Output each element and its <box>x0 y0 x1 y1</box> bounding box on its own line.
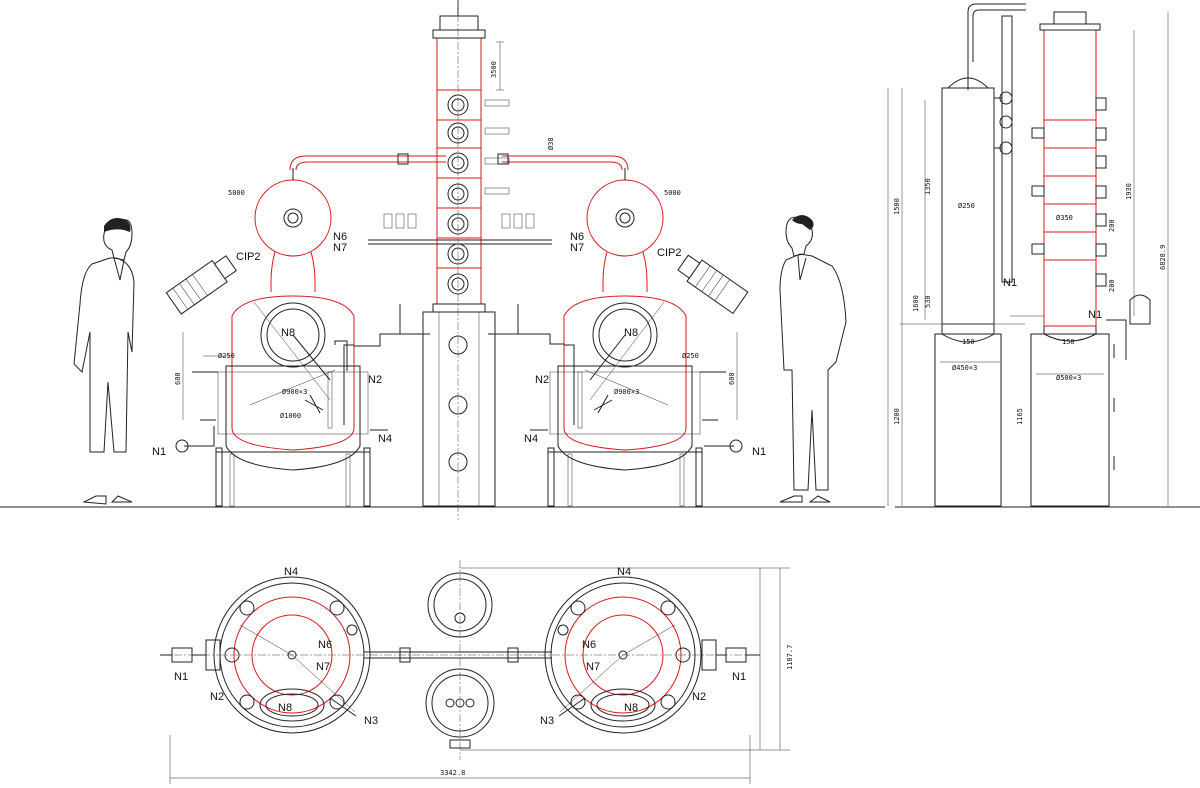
label-n4-plan-left: N4 <box>284 566 298 578</box>
dim-150-side-b: 150 <box>1062 338 1075 346</box>
human-figure-right <box>779 215 847 503</box>
dim-3500: 3500 <box>490 61 498 78</box>
label-n6-left: N6 <box>333 231 347 243</box>
dim-9000-right: Ø900×3 <box>614 388 639 396</box>
right-pot-body <box>563 295 687 451</box>
left-pot-body <box>231 295 355 451</box>
dimension-labels: 3500 5000 5000 Ø900×3 Ø900×3 Ø1000 Ø250 … <box>174 61 1167 777</box>
dim-1500-side: 1500 <box>893 198 901 215</box>
dim-5003-side: Ø500×3 <box>1056 374 1081 382</box>
dim-250-right: Ø250 <box>682 352 699 360</box>
side-column-right <box>1043 29 1097 327</box>
label-n2-left: N2 <box>368 374 382 386</box>
dim-6828-side: 6828.9 <box>1159 245 1167 270</box>
column-sightglasses <box>447 94 469 295</box>
dim-250-side: Ø250 <box>958 202 975 210</box>
dim-600-left: 600 <box>174 372 182 385</box>
dim-1187-plan: 1187.7 <box>786 645 794 670</box>
dim-1165-side: 1165 <box>1016 408 1024 425</box>
right-helmet <box>586 179 664 257</box>
dim-9000-left: Ø900×3 <box>282 388 307 396</box>
plan-view <box>160 560 790 784</box>
label-n1-side: N1 <box>1088 309 1102 321</box>
label-n2-plan-left: N2 <box>210 691 224 703</box>
label-n7-right: N7 <box>570 242 584 254</box>
label-n8-plan-right: N8 <box>624 702 638 714</box>
label-n1-right: N1 <box>752 446 766 458</box>
label-cip2-right: CIP2 <box>657 247 681 259</box>
label-cip2-left: CIP2 <box>236 251 260 263</box>
dim-1200-side: 1200 <box>893 408 901 425</box>
label-n1-side-left: N1 <box>1003 277 1017 289</box>
human-figure-left <box>73 218 135 505</box>
label-n8-left: N8 <box>281 327 295 339</box>
label-n7-plan-left: N7 <box>316 661 330 673</box>
dim-5000-left: 5000 <box>228 189 245 197</box>
dim-5000-right: 5000 <box>664 189 681 197</box>
label-n3-plan-right: N3 <box>540 715 554 727</box>
label-n8-plan-left: N8 <box>278 702 292 714</box>
dim-1000-left: Ø1000 <box>280 412 301 420</box>
plan-right-vessel <box>544 576 702 734</box>
label-n1-left: N1 <box>152 446 166 458</box>
dim-350-side: Ø350 <box>1056 214 1073 222</box>
label-n1-plan-left: N1 <box>174 671 188 683</box>
dim-530-side: 530 <box>924 295 932 308</box>
label-n4-left: N4 <box>378 433 392 445</box>
side-elevation <box>887 3 1169 507</box>
column-base <box>422 311 496 507</box>
label-n1-plan-right: N1 <box>732 671 746 683</box>
dim-150-side-a: 150 <box>962 338 975 346</box>
dim-250-left: Ø250 <box>218 352 235 360</box>
dim-200-side-a: 200 <box>1108 219 1116 232</box>
label-n4-plan-right: N4 <box>617 566 631 578</box>
nozzle-labels: CIP2 CIP2 N6 N7 N6 N7 N8 N8 N2 N2 N4 N4 … <box>152 231 1102 727</box>
dim-1350-side: 1350 <box>924 178 932 195</box>
dim-600-right: 600 <box>728 372 736 385</box>
left-helmet <box>254 179 332 257</box>
right-pot-still <box>502 155 749 507</box>
label-n2-plan-right: N2 <box>692 691 706 703</box>
label-n6-right: N6 <box>570 231 584 243</box>
center-column <box>343 0 575 520</box>
label-n6-plan-right: N6 <box>582 639 596 651</box>
dim-4500-side: Ø450×3 <box>952 364 977 372</box>
plan-left-vessel <box>213 576 371 734</box>
dim-38: Ø38 <box>547 137 555 150</box>
label-n8-right: N8 <box>624 327 638 339</box>
label-n7-plan-right: N7 <box>586 661 600 673</box>
label-n6-plan-left: N6 <box>318 639 332 651</box>
label-n3-plan-left: N3 <box>364 715 378 727</box>
dim-200-side-b: 200 <box>1108 279 1116 292</box>
left-pot-still <box>165 155 446 507</box>
dim-1600-side: 1600 <box>912 295 920 312</box>
label-n4-right: N4 <box>524 433 538 445</box>
dim-1930-side: 1930 <box>1125 183 1133 200</box>
label-n2-right: N2 <box>535 374 549 386</box>
label-n7-left: N7 <box>333 242 347 254</box>
dim-3342-plan: 3342.8 <box>440 769 465 777</box>
